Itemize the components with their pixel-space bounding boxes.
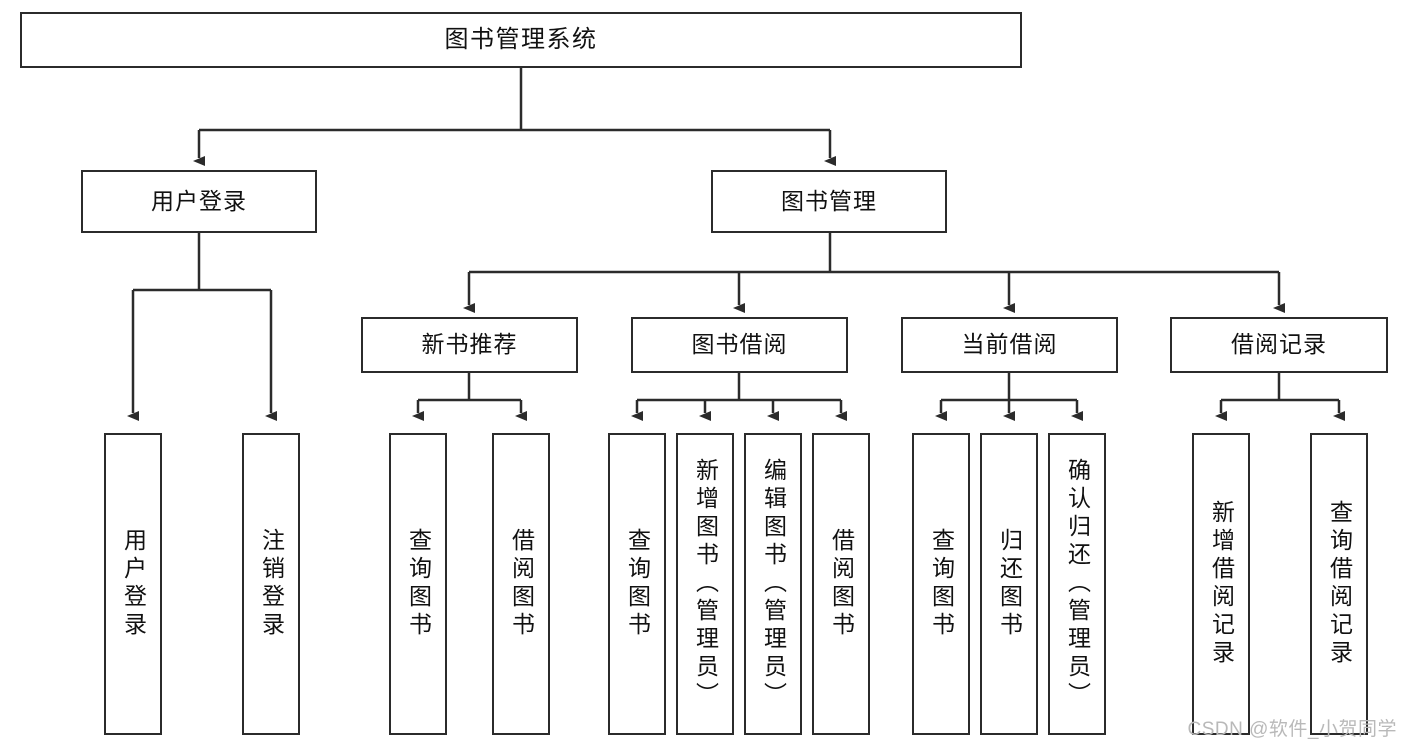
- node-label: 新增图书（管理员）: [692, 458, 719, 710]
- node-label: 当前借阅: [961, 331, 1058, 358]
- leaf-logout[interactable]: 注销登录: [242, 433, 300, 735]
- node-label: 图书借阅: [691, 331, 788, 358]
- node-current-borrow[interactable]: 当前借阅: [901, 317, 1118, 373]
- node-root-book-management-system[interactable]: 图书管理系统: [20, 12, 1022, 68]
- node-label: 确认归还（管理员）: [1064, 458, 1091, 710]
- leaf-borrow-book[interactable]: 借阅图书: [812, 433, 870, 735]
- node-label: 查询借阅记录: [1326, 500, 1353, 668]
- node-label: 借阅记录: [1231, 331, 1327, 358]
- node-label: 新书推荐: [421, 331, 518, 358]
- node-label: 编辑图书（管理员）: [760, 458, 787, 710]
- leaf-edit-book-admin[interactable]: 编辑图书（管理员）: [744, 433, 802, 735]
- node-label: 借阅图书: [508, 528, 535, 640]
- node-user-login[interactable]: 用户登录: [81, 170, 317, 233]
- node-label: 图书管理: [781, 187, 877, 214]
- leaf-user-login[interactable]: 用户登录: [104, 433, 162, 735]
- leaf-add-borrow-record[interactable]: 新增借阅记录: [1192, 433, 1250, 735]
- leaf-query-book-recommend[interactable]: 查询图书: [389, 433, 447, 735]
- node-book-management[interactable]: 图书管理: [711, 170, 947, 233]
- node-label: 新增借阅记录: [1208, 500, 1235, 668]
- node-label: 用户登录: [120, 528, 147, 640]
- leaf-confirm-return-admin[interactable]: 确认归还（管理员）: [1048, 433, 1106, 735]
- leaf-borrow-book-recommend[interactable]: 借阅图书: [492, 433, 550, 735]
- node-label: 查询图书: [405, 528, 432, 640]
- leaf-return-book[interactable]: 归还图书: [980, 433, 1038, 735]
- node-borrow-record[interactable]: 借阅记录: [1170, 317, 1388, 373]
- node-label: 注销登录: [258, 528, 285, 640]
- leaf-query-book-borrow[interactable]: 查询图书: [608, 433, 666, 735]
- node-new-book-recommend[interactable]: 新书推荐: [361, 317, 578, 373]
- leaf-add-book-admin[interactable]: 新增图书（管理员）: [676, 433, 734, 735]
- leaf-query-book-current[interactable]: 查询图书: [912, 433, 970, 735]
- watermark: CSDN @软件_小贺同学: [1187, 719, 1397, 740]
- node-label: 查询图书: [928, 528, 955, 640]
- node-label: 用户登录: [151, 187, 247, 214]
- node-label: 查询图书: [624, 528, 651, 640]
- node-book-borrow[interactable]: 图书借阅: [631, 317, 848, 373]
- node-label: 借阅图书: [828, 528, 855, 640]
- leaf-query-borrow-record[interactable]: 查询借阅记录: [1310, 433, 1368, 735]
- node-label: 图书管理系统: [444, 25, 598, 53]
- node-label: 归还图书: [996, 528, 1023, 640]
